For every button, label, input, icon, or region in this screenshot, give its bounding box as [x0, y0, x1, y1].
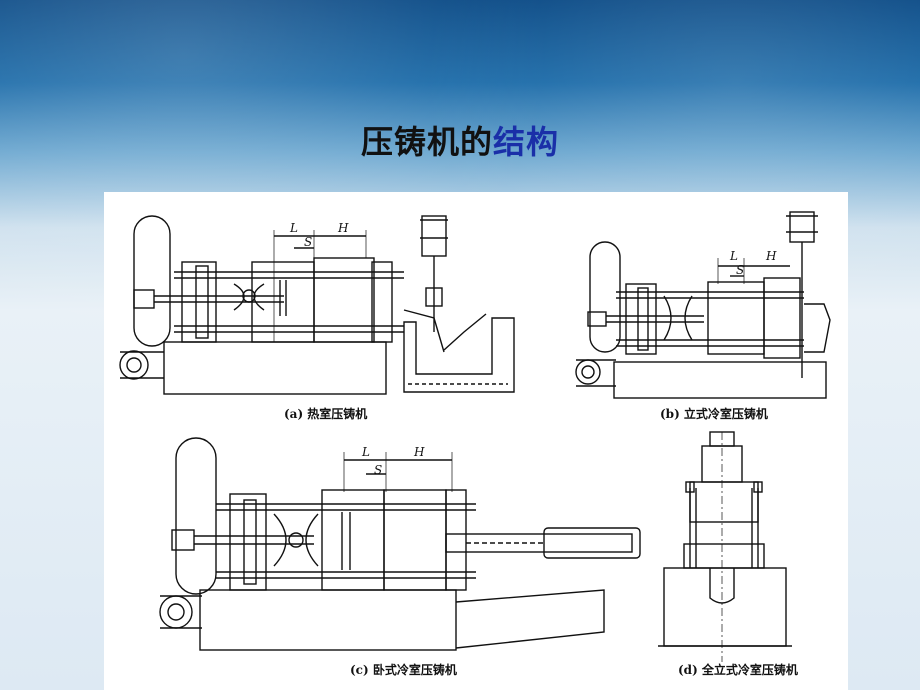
slide-title-part2: 结构 — [493, 123, 560, 161]
dim-label-a-H: H — [337, 221, 349, 235]
dim-label-c-S: S — [374, 463, 382, 477]
dim-label-b-S: S — [736, 263, 744, 277]
diagram-horizontal-cold-chamber: L S H (c) 卧式冷室压铸机 — [159, 437, 641, 677]
slide-title: 压铸机的结构 — [0, 117, 920, 163]
diagram-hot-chamber: L S H (a) 热室压铸机 — [119, 215, 515, 421]
dim-label-b-H: H — [765, 249, 777, 263]
dim-label-a-L: L — [289, 221, 298, 235]
caption-b: (b) 立式冷室压铸机 — [660, 406, 768, 421]
dim-label-a-S: S — [304, 235, 312, 249]
dim-label-c-L: L — [361, 445, 370, 459]
dim-label-b-L: L — [729, 249, 738, 263]
diagram-vertical-cold-chamber: L S H (b) 立式冷室压铸机 — [575, 211, 831, 421]
slide-title-part1: 压铸机的 — [360, 123, 493, 161]
machine-diagram-figure: L S H (a) 热室压铸机 — [104, 192, 848, 690]
diagram-full-vertical-cold-chamber: (d) 全立式冷室压铸机 — [658, 431, 798, 677]
caption-a: (a) 热室压铸机 — [284, 406, 367, 421]
dim-label-c-H: H — [413, 445, 425, 459]
caption-d: (d) 全立式冷室压铸机 — [678, 662, 798, 677]
caption-c: (c) 卧式冷室压铸机 — [350, 662, 457, 677]
